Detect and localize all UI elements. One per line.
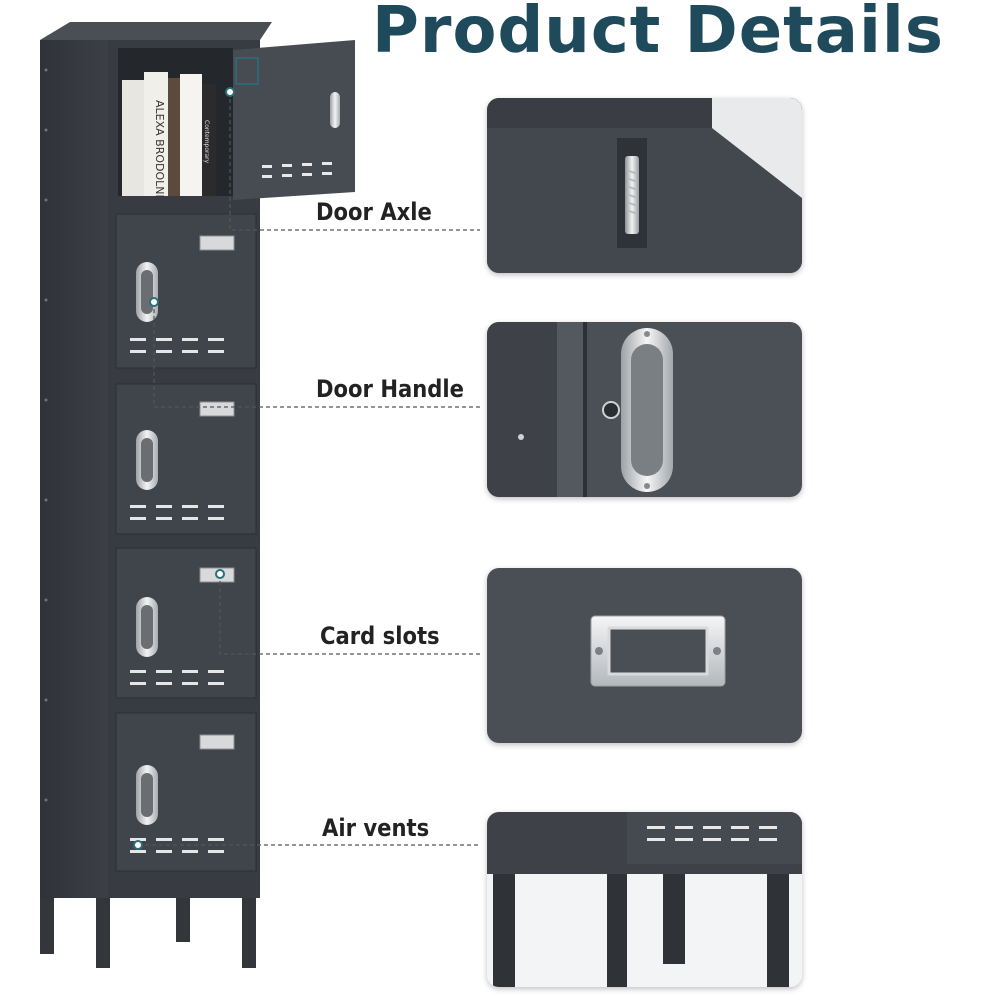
books: ALEXA BRODOLNI Contemporary xyxy=(122,72,216,198)
leader-lines xyxy=(138,92,480,846)
detail-air-vents-image xyxy=(487,812,802,987)
callout-air-vents: Air vents xyxy=(322,814,430,842)
door-handles xyxy=(136,262,158,825)
leader-dots xyxy=(133,87,235,850)
locker-top xyxy=(40,22,272,40)
card-slots xyxy=(199,235,235,750)
detail-door-axle-image xyxy=(487,98,802,273)
side-rivets xyxy=(44,68,48,802)
air-vents xyxy=(130,338,224,853)
callout-card-slots: Card slots xyxy=(320,622,440,650)
svg-text:Contemporary: Contemporary xyxy=(203,120,210,164)
detail-card-slot-image xyxy=(487,568,802,743)
svg-text:ALEXA BRODOLNI: ALEXA BRODOLNI xyxy=(153,100,166,198)
locker-side xyxy=(40,40,108,898)
page-title: Product Details xyxy=(372,0,944,68)
open-door xyxy=(233,40,355,200)
callout-door-handle: Door Handle xyxy=(316,375,464,403)
locker-image: ALEXA BRODOLNI Contemporary xyxy=(40,22,480,968)
detail-door-handle-image xyxy=(487,322,802,497)
locker-legs xyxy=(40,898,256,968)
callout-door-axle: Door Axle xyxy=(316,198,432,226)
